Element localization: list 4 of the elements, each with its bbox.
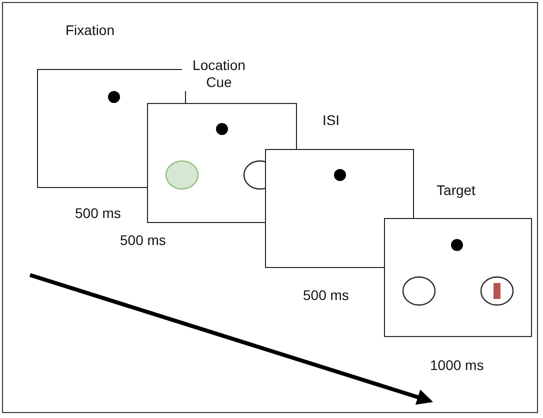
- duration-label: 500 ms: [120, 232, 166, 248]
- duration-label: 500 ms: [75, 205, 121, 221]
- duration-label: 1000 ms: [430, 357, 484, 373]
- duration-label: 500 ms: [303, 287, 349, 303]
